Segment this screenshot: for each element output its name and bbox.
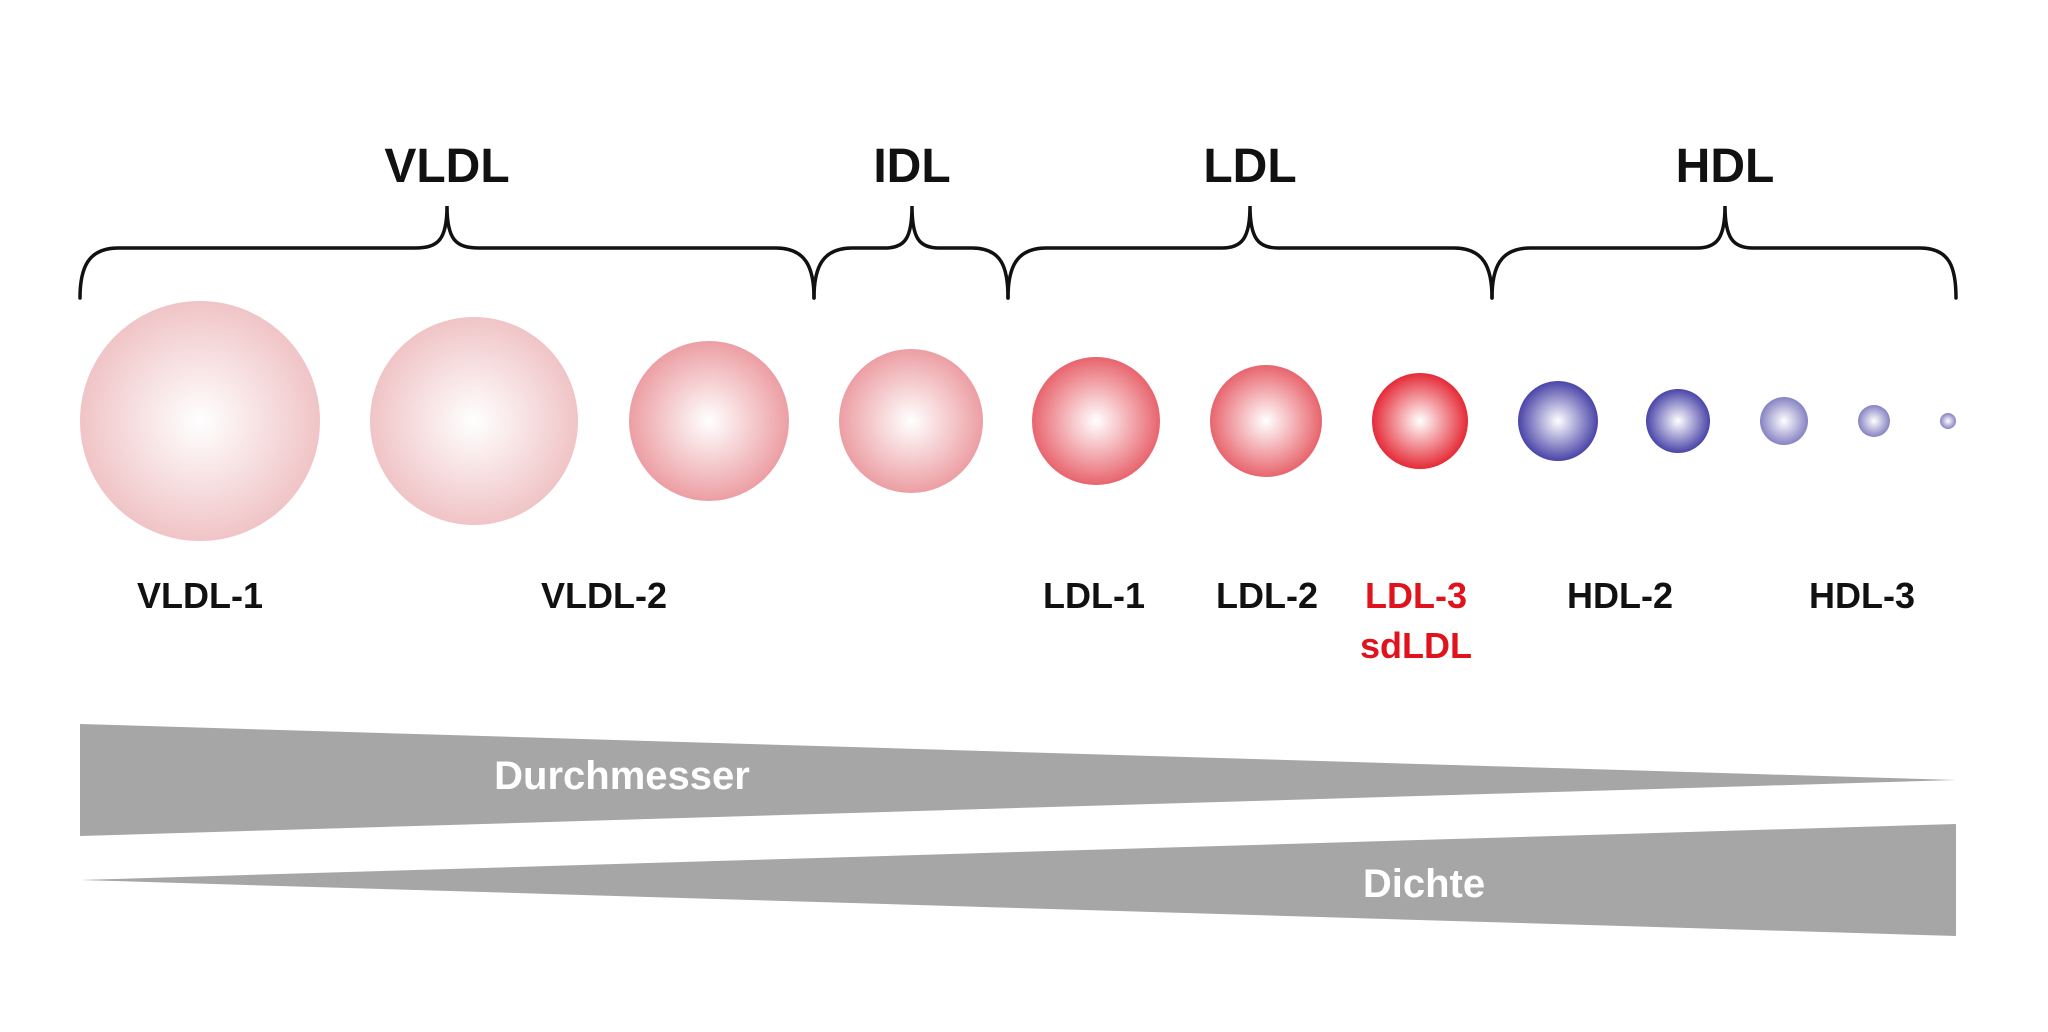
group-label-vldl: VLDL xyxy=(384,140,509,193)
label-ldl-1: LDL-1 xyxy=(1043,575,1145,616)
particle-ldl-3 xyxy=(1372,373,1468,469)
label-ldl-3: LDL-3 xyxy=(1365,575,1467,616)
particle-ldl-2 xyxy=(1210,365,1322,477)
group-label-hdl: HDL xyxy=(1676,140,1775,193)
particle-ldl-1 xyxy=(1032,357,1160,485)
label-hdl-2: HDL-2 xyxy=(1567,575,1673,616)
particle-vldl-2b xyxy=(629,341,789,501)
brace-ldl xyxy=(1006,205,1494,300)
diameter-label: Durchmesser xyxy=(494,754,750,798)
particle-hdl-2a xyxy=(1518,381,1598,461)
particle-row xyxy=(80,301,1956,541)
particle-hdl-3a xyxy=(1760,397,1808,445)
particle-hdl-3b xyxy=(1858,405,1890,437)
group-label-idl: IDL xyxy=(873,140,950,193)
brace-vldl xyxy=(78,205,816,300)
brace-hdl xyxy=(1490,205,1958,300)
density-wedge xyxy=(80,824,1956,936)
label-hdl-3: HDL-3 xyxy=(1809,575,1915,616)
particle-idl xyxy=(839,349,983,493)
brace-idl xyxy=(812,205,1010,300)
group-label-ldl: LDL xyxy=(1203,140,1296,193)
density-label: Dichte xyxy=(1363,862,1485,906)
label-ldl-2: LDL-2 xyxy=(1216,575,1318,616)
label-vldl-2: VLDL-2 xyxy=(541,575,667,616)
particle-hdl-2b xyxy=(1646,389,1710,453)
label-vldl-1: VLDL-1 xyxy=(137,575,263,616)
label-sdldl: sdLDL xyxy=(1360,625,1472,666)
particle-hdl-3c xyxy=(1940,413,1956,429)
diameter-wedge xyxy=(80,724,1956,836)
particle-vldl-1 xyxy=(80,301,320,541)
particle-vldl-2a xyxy=(370,317,578,525)
